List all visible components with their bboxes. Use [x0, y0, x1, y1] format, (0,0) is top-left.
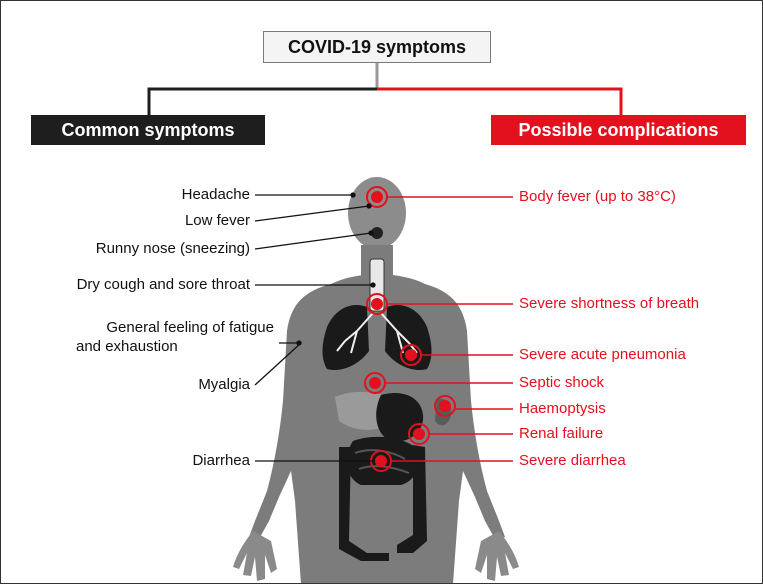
label-runny-nose: Runny nose (sneezing) [96, 240, 250, 258]
common-symptoms-header: Common symptoms [31, 115, 265, 145]
label-septic-shock: Septic shock [519, 374, 604, 392]
label-diarrhea: Diarrhea [192, 452, 250, 470]
label-shortness-of-breath: Severe shortness of breath [519, 295, 699, 313]
tree-connectors [149, 63, 621, 115]
label-myalgia: Myalgia [198, 376, 250, 394]
label-fatigue-line1: General feeling of fatigue [106, 319, 274, 337]
label-haemoptysis: Haemoptysis [519, 400, 606, 418]
label-acute-pneumonia: Severe acute pneumonia [519, 346, 686, 364]
diagram-title: COVID-19 symptoms [263, 31, 491, 63]
label-fatigue-line2: and exhaustion [76, 338, 266, 356]
label-headache: Headache [182, 186, 250, 204]
label-dry-cough: Dry cough and sore throat [77, 276, 250, 294]
label-body-fever: Body fever (up to 38°C) [519, 188, 676, 206]
label-severe-diarrhea: Severe diarrhea [519, 452, 626, 470]
label-low-fever: Low fever [185, 212, 250, 230]
possible-complications-header: Possible complications [491, 115, 746, 145]
label-renal-failure: Renal failure [519, 425, 603, 443]
